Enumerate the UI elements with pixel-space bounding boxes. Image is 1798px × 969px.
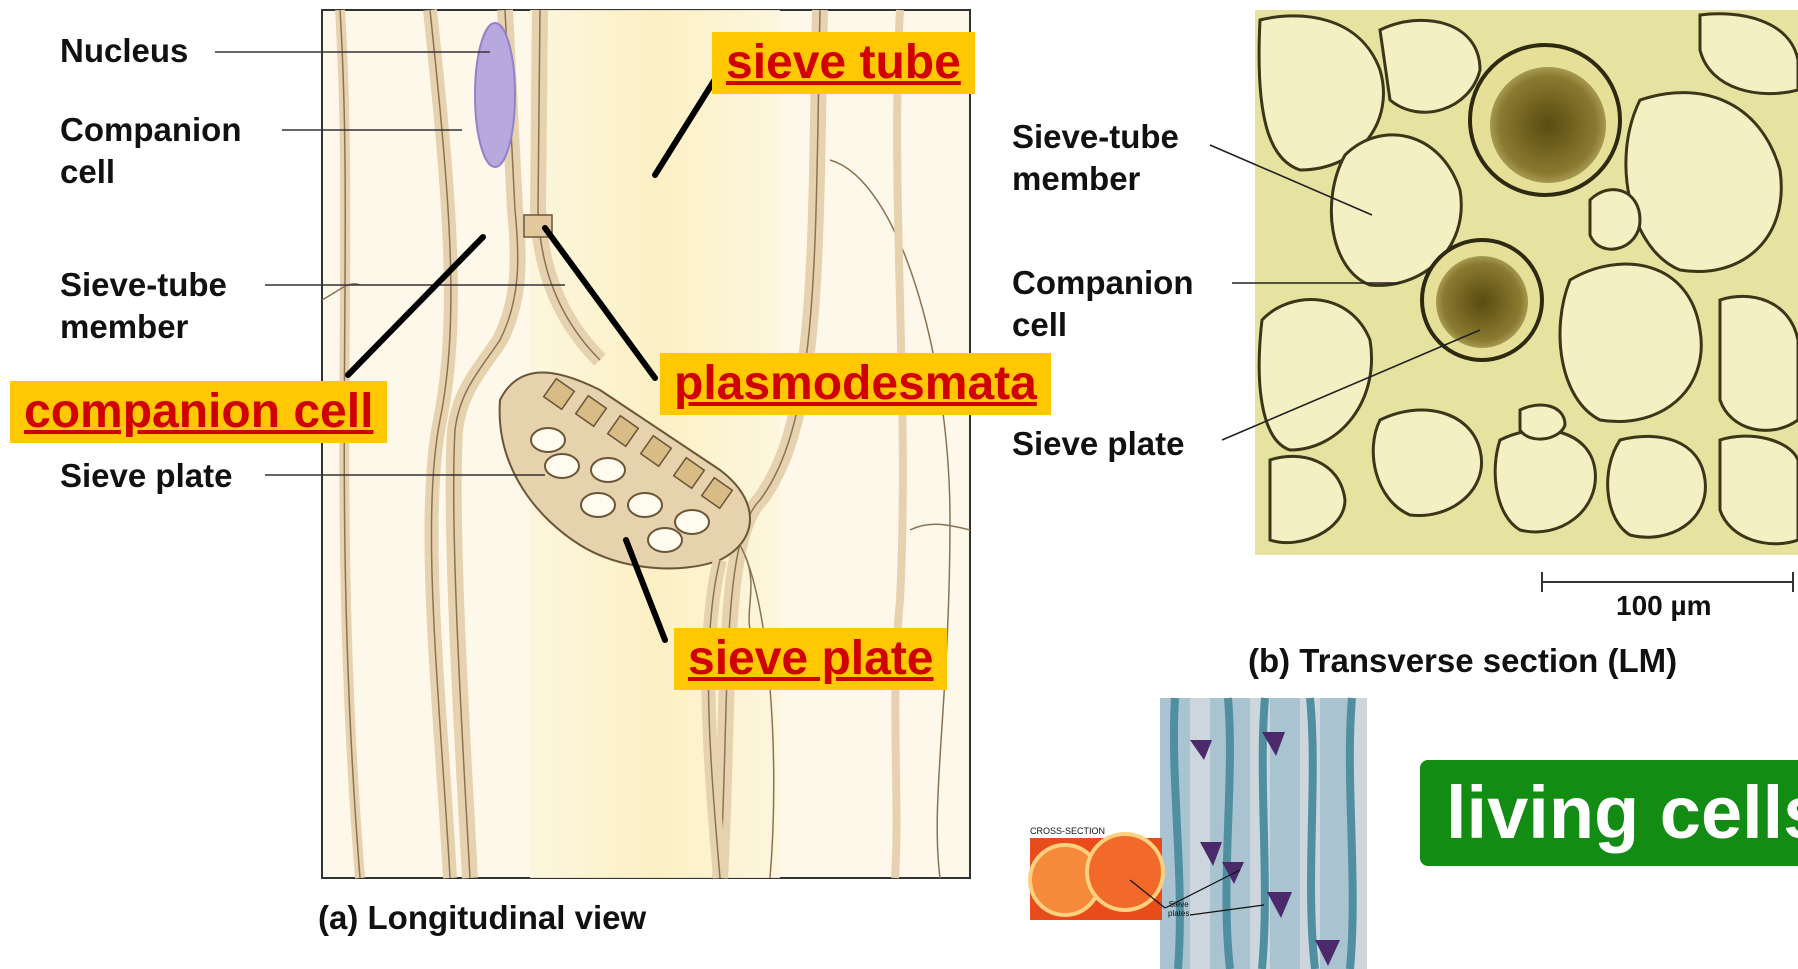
living-cells-banner: living cells bbox=[1420, 760, 1798, 866]
label-nucleus: Nucleus bbox=[60, 30, 188, 72]
caption-transverse: (b) Transverse section (LM) bbox=[1248, 642, 1677, 680]
scale-bar-label: 100 µm bbox=[1616, 590, 1712, 622]
label-sieve-tube-member: Sieve-tube member bbox=[60, 264, 300, 348]
label-transverse-companion-cell: Companion cell bbox=[1012, 262, 1252, 346]
label-cross-section: CROSS-SECTION bbox=[1030, 826, 1105, 836]
caption-longitudinal: (a) Longitudinal view bbox=[318, 899, 646, 937]
callout-companion-cell: companion cell bbox=[10, 381, 387, 443]
transverse-micrograph bbox=[1210, 10, 1798, 592]
label-transverse-sieve-tube-member: Sieve-tube member bbox=[1012, 116, 1252, 200]
nucleus-shape bbox=[475, 23, 515, 167]
callout-sieve-tube: sieve tube bbox=[712, 32, 975, 94]
label-sieve-plate: Sieve plate bbox=[60, 455, 232, 497]
label-sieve-plates: Sieve plates bbox=[1168, 900, 1189, 918]
callout-plasmodesmata: plasmodesmata bbox=[660, 353, 1051, 415]
label-companion-cell: Companion cell bbox=[60, 109, 300, 193]
callout-sieve-plate: sieve plate bbox=[674, 628, 947, 690]
label-transverse-sieve-plate: Sieve plate bbox=[1012, 423, 1184, 465]
